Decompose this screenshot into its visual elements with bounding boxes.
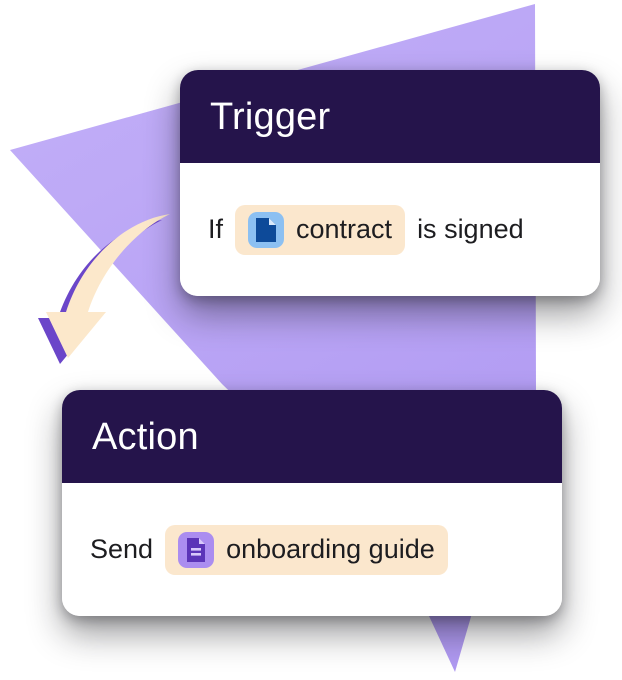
arrow-body: [46, 214, 170, 358]
trigger-card-body: If contract is signed: [180, 163, 600, 296]
action-token-chip[interactable]: onboarding guide: [165, 524, 448, 575]
action-card-body: Send onboarding guide: [62, 483, 562, 616]
trigger-token-label: contract: [296, 214, 393, 244]
action-card[interactable]: Action Send onboarding guide: [62, 390, 562, 616]
arrow-shadow: [38, 220, 162, 364]
trigger-card[interactable]: Trigger If contract is signed: [180, 70, 600, 296]
document-lines-icon: [178, 531, 215, 568]
trigger-prefix-text: If: [208, 214, 224, 244]
trigger-token-chip[interactable]: contract: [235, 204, 406, 255]
action-card-header: Action: [62, 390, 562, 483]
action-token-label: onboarding guide: [226, 534, 435, 564]
trigger-card-title: Trigger: [210, 95, 331, 138]
document-icon: [248, 211, 285, 248]
trigger-suffix-text: is signed: [417, 214, 524, 244]
action-card-title: Action: [92, 415, 199, 458]
trigger-card-header: Trigger: [180, 70, 600, 163]
action-prefix-text: Send: [90, 534, 154, 564]
